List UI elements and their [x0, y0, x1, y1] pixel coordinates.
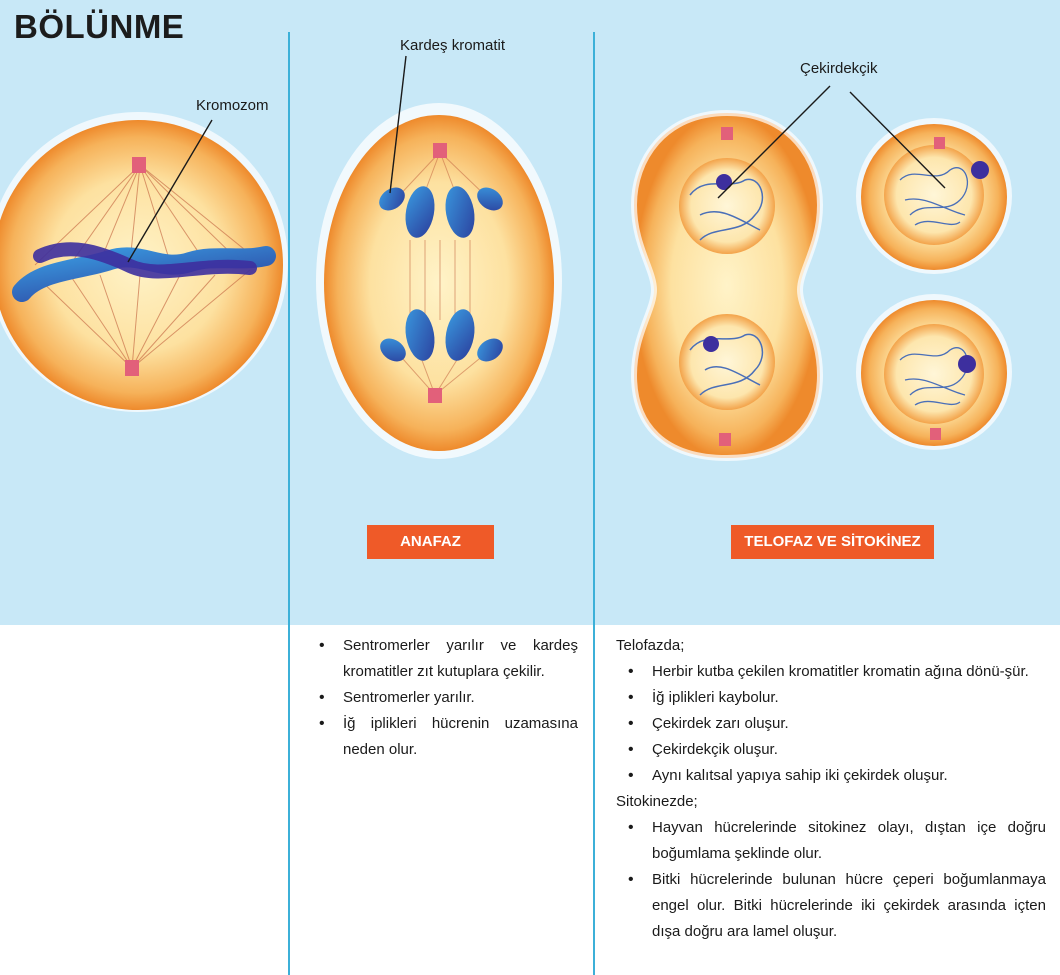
telofaz-list: Herbir kutba çekilen kromatitler kromati…: [616, 659, 1046, 789]
list-item: Çekirdek zarı oluşur.: [616, 711, 1046, 737]
list-item: Herbir kutba çekilen kromatitler kromati…: [616, 659, 1046, 685]
anaphase-cell: [316, 103, 562, 459]
nucleolus: [958, 355, 976, 373]
label-kromozom: Kromozom: [196, 97, 269, 114]
nucleus: [679, 158, 775, 254]
column-divider: [593, 32, 595, 975]
column-divider: [288, 32, 290, 975]
phase-badge-anafaz: ANAFAZ: [367, 525, 494, 559]
list-item: Çekirdekçik oluşur.: [616, 737, 1046, 763]
spindle-fibers: [34, 164, 261, 369]
list-item: İğ iplikleri kaybolur.: [616, 685, 1046, 711]
anafaz-description: Sentromerler yarılır ve kardeş kromatitl…: [307, 633, 578, 763]
daughter-cell-bottom: [856, 294, 1012, 450]
list-item: İğ iplikleri hücrenin uzamasına neden ol…: [307, 711, 578, 763]
cell-division-illustration: [0, 55, 1012, 462]
nucleolus: [716, 174, 732, 190]
daughter-cell-top: [856, 118, 1012, 274]
centriole: [125, 360, 139, 376]
metaphase-cell: [0, 112, 288, 412]
telofaz-intro: Telofazda;: [616, 637, 685, 654]
telophase-cell: [630, 109, 824, 462]
centriole: [132, 157, 146, 173]
leader-lines: [127, 55, 946, 263]
phase-badge-telofaz: TELOFAZ VE SİTOKİNEZ: [731, 525, 934, 559]
nucleolus: [971, 161, 989, 179]
nucleus: [679, 314, 775, 410]
centriole: [433, 143, 447, 158]
chromosomes-metaphase: [12, 242, 276, 302]
list-item: Sentromerler yarılır ve kardeş kromatitl…: [307, 633, 578, 685]
anafaz-list: Sentromerler yarılır ve kardeş kromatitl…: [307, 633, 578, 763]
nucleolus: [703, 336, 719, 352]
list-item: Bitki hücrelerinde bulunan hücre çeperi …: [616, 867, 1046, 945]
label-cekirdekcik: Çekirdekçik: [800, 60, 878, 77]
sitokinez-list: Hayvan hücrelerinde sitokinez olayı, dış…: [616, 815, 1046, 945]
label-kardes-kromatit: Kardeş kromatit: [400, 37, 506, 54]
list-item: Sentromerler yarılır.: [307, 685, 578, 711]
list-item: Aynı kalıtsal yapıya sahip iki çekirdek …: [616, 763, 1046, 789]
chromatin: [899, 167, 969, 226]
centriole: [428, 388, 442, 403]
list-item: Hayvan hücrelerinde sitokinez olayı, dış…: [616, 815, 1046, 867]
sister-chromatids: [379, 186, 503, 362]
telofaz-description: Telofazda; Herbir kutba çekilen kromatit…: [616, 633, 1046, 945]
sitokinez-intro: Sitokinezde;: [616, 793, 698, 810]
page-title: BÖLÜNME: [14, 8, 185, 45]
